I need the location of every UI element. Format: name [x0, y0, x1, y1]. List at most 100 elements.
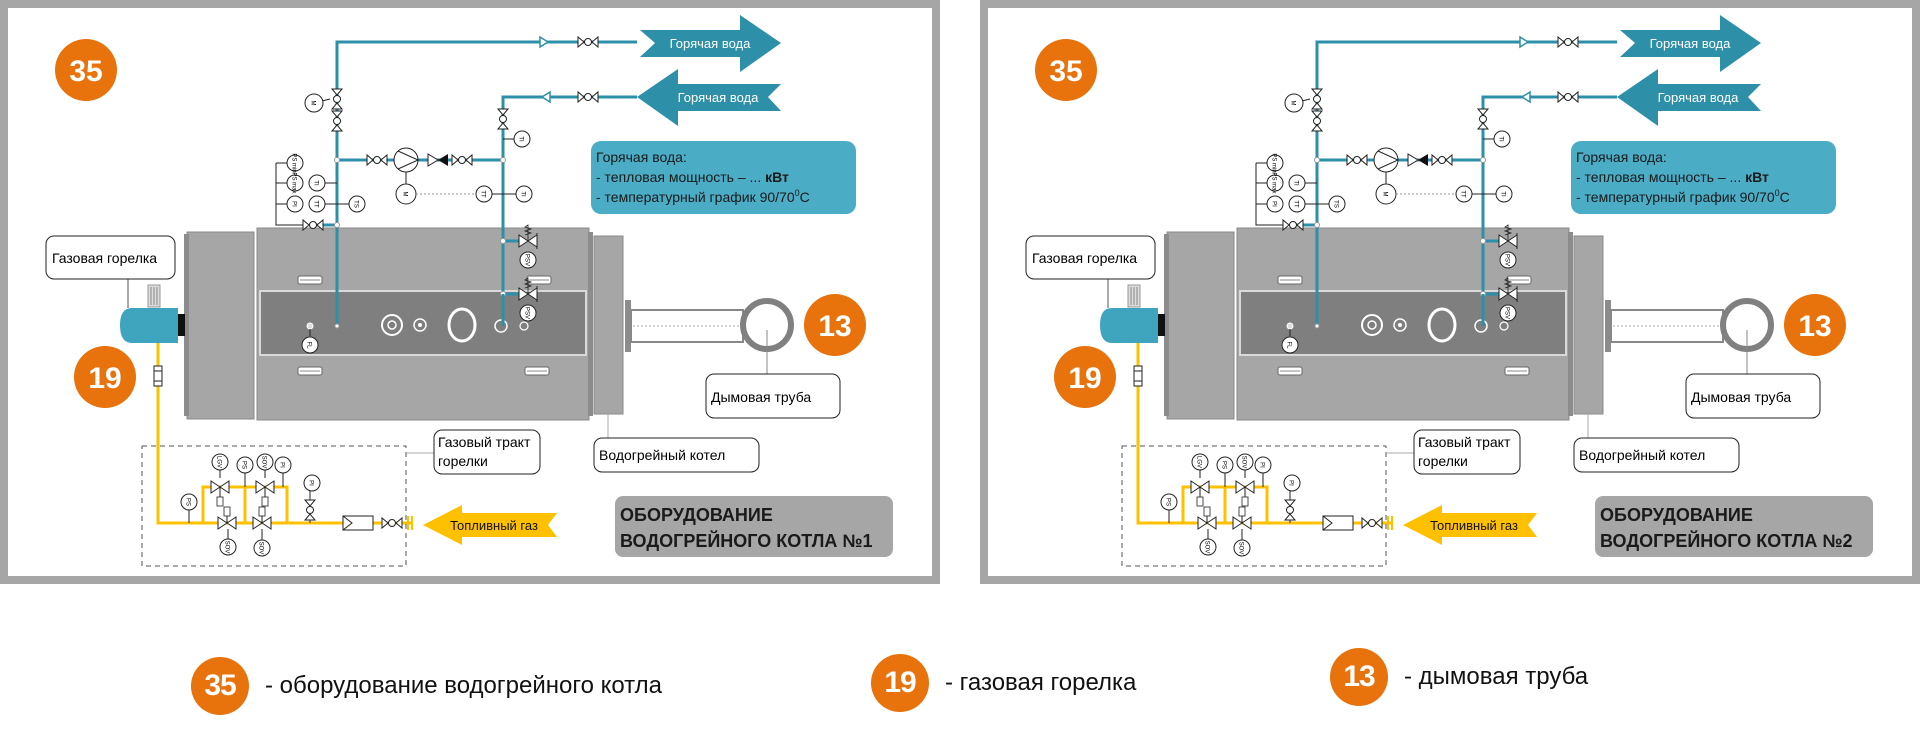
legend-badge: 35: [191, 657, 249, 715]
pressure-switch-icon: PS: [1216, 456, 1234, 474]
pump-motor-icon: M: [1375, 183, 1397, 205]
hot-water-info-box: Горячая вода: - тепловая мощность – ... …: [591, 141, 856, 214]
circulation-pump-icon: [393, 147, 420, 185]
hot-water-piping: [1293, 40, 1617, 326]
svg-text:PS max: PS max: [1271, 172, 1277, 193]
svg-text:M: M: [1290, 101, 1296, 106]
svg-text:Дымовая труба: Дымовая труба: [711, 389, 811, 405]
svg-text:TT: TT: [480, 190, 486, 198]
flow-direction-icon: [1520, 90, 1531, 104]
pressure-switch-icon: PS: [180, 493, 198, 511]
svg-text:SOV: SOV: [1241, 456, 1247, 469]
gas-train-label: Газовый тракт горелки: [1413, 429, 1521, 475]
solenoid-valve-icon: [255, 480, 275, 507]
boiler-label: Водогрейный котел: [1573, 437, 1740, 473]
svg-text:горелки: горелки: [1418, 453, 1468, 469]
safety-valve-icon: [518, 277, 538, 302]
svg-text:PS: PS: [1165, 498, 1171, 506]
gate-valve-icon: [366, 153, 388, 167]
gate-valve-icon: [451, 153, 473, 167]
hatch-icon: [297, 275, 323, 285]
chimney-label: Дымовая труба: [1685, 373, 1821, 419]
svg-text:Газовая горелка: Газовая горелка: [1032, 250, 1137, 266]
svg-text:PS: PS: [185, 498, 191, 506]
svg-text:Горячая вода:: Горячая вода:: [1576, 149, 1667, 165]
svg-text:Горячая вода: Горячая вода: [1650, 36, 1731, 51]
svg-text:M: M: [310, 101, 316, 106]
pressure-indicator-icon: PI: [1266, 195, 1284, 213]
temperature-transmitter-icon: TT: [475, 185, 493, 203]
svg-text:TI: TI: [1500, 191, 1506, 197]
gas-train-boundary: [141, 445, 407, 567]
gas-burner-label: Газовая горелка: [45, 235, 176, 280]
svg-text:TS: TS: [353, 200, 359, 208]
shutoff-valve-icon: SOV: [253, 539, 271, 557]
port-icon: [1361, 314, 1383, 336]
hatch-icon: [1504, 366, 1530, 376]
pump-motor-icon: M: [395, 183, 417, 205]
hot-water-in-arrow: Горячая вода: [637, 69, 781, 126]
solenoid-valve-icon: [252, 506, 272, 530]
inspection-window-icon: [1427, 307, 1457, 343]
legend-text: - оборудование водогрейного котла: [265, 672, 662, 699]
boiler-body: FL: [1164, 227, 1604, 421]
pressure-indicator-icon: PI: [274, 456, 292, 474]
fuel-gas-arrow: Топливный газ: [1403, 505, 1537, 545]
gate-valve-icon: [330, 88, 344, 110]
svg-text:LGV: LGV: [1196, 456, 1202, 468]
legend-text: - газовая горелка: [945, 669, 1137, 696]
svg-text:ВОДОГРЕЙНОГО КОТЛА №1: ВОДОГРЕЙНОГО КОТЛА №1: [620, 530, 873, 551]
chimney-label: Дымовая труба: [705, 373, 841, 419]
solenoid-valve-icon: [217, 506, 237, 530]
svg-text:SOV: SOV: [261, 456, 267, 469]
svg-text:горелки: горелки: [438, 453, 488, 469]
boiler-body: FL: [184, 227, 624, 421]
svg-text:PSV: PSV: [524, 254, 530, 266]
level-switch-icon: FL: [301, 336, 319, 354]
temperature-transmitter-icon: TT: [1288, 195, 1306, 213]
badge-chimney: 13: [804, 294, 866, 356]
solenoid-valve-icon: [210, 480, 230, 507]
temperature-indicator-icon: TI: [1493, 130, 1511, 148]
svg-text:19: 19: [88, 362, 121, 395]
svg-text:Горячая вода: Горячая вода: [1658, 90, 1739, 105]
legend-badge: 19: [871, 654, 929, 712]
svg-text:TT: TT: [1460, 190, 1466, 198]
svg-text:Газовая горелка: Газовая горелка: [52, 250, 157, 266]
svg-text:PSV: PSV: [1504, 307, 1510, 319]
panel-title: ОБОРУДОВАНИЕ ВОДОГРЕЙНОГО КОТЛА №2: [1595, 496, 1873, 557]
svg-text:PI: PI: [1288, 480, 1294, 486]
svg-text:TI: TI: [1293, 180, 1299, 186]
inspection-window-icon: [447, 307, 477, 343]
gas-burner-label: Газовая горелка: [1025, 235, 1156, 280]
flow-direction-icon: [539, 35, 550, 49]
port-icon: [381, 314, 403, 336]
svg-text:M: M: [1382, 192, 1388, 197]
gas-filter-icon: [1133, 365, 1143, 387]
motor-actuator-icon: M: [304, 93, 324, 113]
legend-badge: 13: [1330, 648, 1388, 706]
circulation-pump-icon: [1373, 147, 1400, 185]
svg-text:PS: PS: [1221, 461, 1227, 469]
hatch-icon: [1277, 366, 1303, 376]
badge-boiler: 35: [1035, 39, 1097, 101]
svg-text:FL: FL: [306, 341, 312, 349]
port-icon: [1393, 318, 1407, 332]
svg-text:TT: TT: [313, 200, 319, 208]
gas-meter-icon: [342, 515, 374, 531]
svg-text:- температурный график 90/700С: - температурный график 90/700С: [596, 188, 810, 205]
badge-boiler: 35: [55, 39, 117, 101]
pressure-switch-icon: PS: [236, 456, 254, 474]
level-switch-icon: FL: [1281, 336, 1299, 354]
solenoid-valve-icon: [1197, 506, 1217, 530]
hatch-icon: [524, 366, 550, 376]
shutoff-valve-icon: SOV: [1236, 453, 1254, 471]
hatch-icon: [297, 366, 323, 376]
check-valve-icon: [1407, 153, 1428, 167]
svg-text:35: 35: [1049, 55, 1082, 88]
svg-text:PI: PI: [1259, 462, 1265, 468]
legend-item-boiler: 35 - оборудование водогрейного котла: [191, 657, 662, 715]
